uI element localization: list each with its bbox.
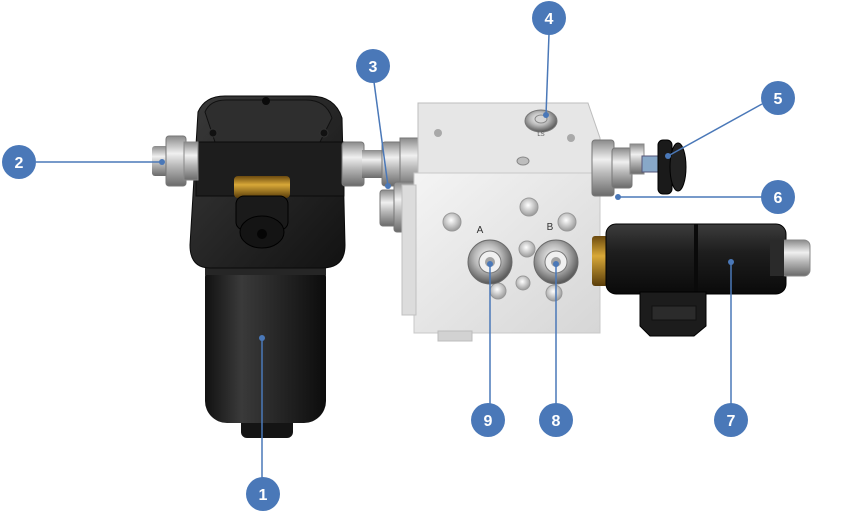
top-screw [516, 156, 530, 166]
solenoid-end-nut [770, 240, 784, 276]
leader-6-dot [615, 194, 621, 200]
solenoid-connector-grip [651, 305, 697, 321]
leader-5-dot [665, 153, 671, 159]
inlet-fitting-collar [183, 141, 199, 181]
callout-2[interactable]: 2 [2, 145, 36, 179]
callout-7[interactable]: 7 [714, 403, 748, 437]
port-a-label: A [477, 225, 484, 236]
leader-7-dot [728, 259, 734, 265]
filter-inlet-fitting [152, 135, 199, 187]
front-plug-2 [519, 197, 539, 217]
filter-indicator-hole [257, 229, 267, 239]
callout-6-label: 6 [774, 190, 783, 207]
side-fitting-hex [591, 139, 615, 197]
callout-3[interactable]: 3 [356, 49, 390, 83]
callout-leaders [36, 33, 763, 478]
callout-1-label: 1 [259, 487, 268, 504]
leader-9-dot [487, 261, 493, 267]
inlet-fitting-hex [165, 135, 187, 187]
valve-block: LS A B [401, 102, 601, 342]
callout-6[interactable]: 6 [761, 180, 795, 214]
front-plug-7 [545, 284, 563, 302]
callout-4-label: 4 [545, 11, 554, 28]
callout-2-label: 2 [15, 155, 24, 172]
filter-head-screw-right [319, 128, 329, 138]
leader-4-dot [543, 112, 549, 118]
ls-port-label: LS [537, 132, 544, 138]
callout-7-label: 7 [727, 413, 736, 430]
connector-nut-1 [341, 141, 365, 187]
solenoid-coil-band [694, 224, 698, 294]
leader-2-dot [159, 159, 165, 165]
knob-face [669, 142, 687, 192]
leader-3-dot [385, 183, 391, 189]
callout-8[interactable]: 8 [539, 403, 573, 437]
front-plug-6 [515, 275, 531, 291]
filter-head-top-hole [262, 97, 270, 105]
leader-1-dot [259, 335, 265, 341]
front-plug-5 [489, 282, 507, 300]
filter-head-screw-left [208, 128, 218, 138]
filter-head-top [204, 99, 333, 143]
valve-block-step [401, 184, 417, 316]
knob-stem [641, 155, 661, 173]
manual-override-knob [641, 139, 687, 195]
port-b-label: B [547, 222, 554, 233]
leader-8-dot [553, 261, 559, 267]
callout-1[interactable]: 1 [246, 477, 280, 511]
callout-3-label: 3 [369, 59, 378, 76]
filter-indicator-brass-nut [234, 176, 290, 198]
filter [189, 95, 346, 438]
leader-3 [373, 81, 389, 187]
side-fitting [591, 139, 645, 197]
solenoid-valve [592, 223, 811, 337]
top-hole-right [567, 134, 575, 142]
side-fitting-nut [611, 147, 633, 189]
leader-4 [545, 33, 550, 116]
top-hole-left [434, 129, 442, 137]
front-plug-1 [442, 212, 462, 232]
callout-9-label: 9 [484, 413, 493, 430]
solenoid-brass-adapter [592, 236, 608, 286]
front-plug-4 [518, 240, 536, 258]
callout-badges: 1 2 3 4 5 6 7 8 [2, 1, 795, 511]
filter-bowl [205, 255, 326, 423]
callout-8-label: 8 [552, 413, 561, 430]
filter-to-block-fitting [341, 137, 421, 189]
callout-9[interactable]: 9 [471, 403, 505, 437]
solenoid-end-cap [779, 239, 811, 277]
front-plug-3 [557, 212, 577, 232]
connector-tube [362, 150, 384, 178]
leader-5 [667, 103, 763, 157]
callout-5-label: 5 [774, 91, 783, 108]
callout-5[interactable]: 5 [761, 81, 795, 115]
valve-block-bottom-tab [437, 330, 473, 342]
callout-4[interactable]: 4 [532, 1, 566, 35]
